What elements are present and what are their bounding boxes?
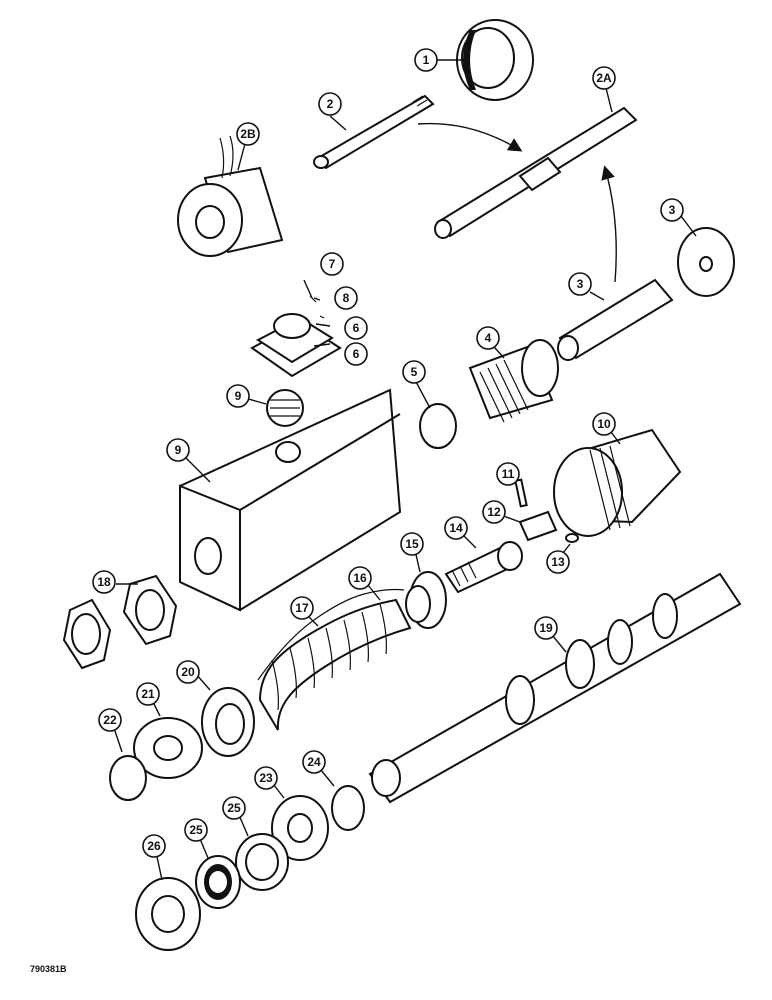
part-sleeve [557,278,674,361]
callout-3a: 21 [136,682,160,706]
svg-text:11: 11 [502,467,515,481]
part-washer [677,227,735,297]
part-valve-body [179,388,402,612]
callout-16: 9 [226,384,250,408]
part-washer-3a [133,717,203,779]
part-o-ring-25a [109,755,147,801]
svg-text:21: 21 [141,687,155,701]
svg-text:9: 9 [235,389,242,403]
callout-13: 6 [344,342,368,366]
callout-8: 12 [482,500,506,524]
svg-text:22: 22 [103,713,117,727]
callout-10: 10 [592,412,616,436]
part-long-shaft [434,106,638,239]
svg-text:8: 8 [343,291,350,305]
part-port-fitting [250,295,342,378]
callout-19: 18 [92,570,116,594]
callout-4: 17 [290,596,314,620]
svg-text:24: 24 [307,755,321,769]
part-washer-3b [271,795,329,861]
part-castle-nut [135,877,201,951]
svg-text:20: 20 [181,665,195,679]
part-threaded-insert [266,389,304,427]
part-o-ring-25b [331,785,365,831]
callout-17: 4 [476,326,500,350]
svg-text:13: 13 [551,555,565,569]
callout-26: 2A [592,66,616,90]
callout-2: 26 [142,834,166,858]
svg-text:15: 15 [405,537,419,551]
svg-text:6: 6 [353,321,360,335]
svg-text:26: 26 [147,839,161,853]
svg-text:3: 3 [577,277,584,291]
assembly-arrow [417,122,523,152]
part-retainer-2b [235,833,289,891]
callout-7: 14 [444,516,468,540]
svg-text:9: 9 [175,443,182,457]
svg-text:5: 5 [411,365,418,379]
svg-text:4: 4 [485,331,492,345]
svg-text:14: 14 [449,521,463,535]
part-o-ring [419,403,457,449]
part-spool [368,572,742,804]
callout-6a: 15 [400,532,424,556]
svg-text:2: 2 [327,97,334,111]
callout-2b: 25 [222,796,246,820]
svg-text:7: 7 [329,257,336,271]
svg-text:6: 6 [353,347,360,361]
svg-text:18: 18 [97,575,111,589]
callout-18: 5 [402,360,426,384]
callout-24: 1 [414,48,438,72]
part-spring [257,588,412,731]
part-pins [514,478,579,543]
part-lower-seat [201,687,255,757]
part-adjusting-screw [444,541,523,594]
callout-21: 3 [660,198,684,222]
assembly-arrow-2 [601,165,617,283]
callout-15: 8 [334,286,358,310]
svg-text:25: 25 [227,801,241,815]
part-threaded-housing [553,428,682,537]
svg-text:25: 25 [189,823,203,837]
svg-text:1: 1 [423,53,430,67]
svg-text:3: 3 [669,203,676,217]
callout-9a: 11 [496,462,520,486]
svg-text:19: 19 [539,621,553,635]
part-lock-nuts [62,574,178,670]
part-solenoid-coil [177,135,284,257]
svg-text:2A: 2A [596,71,612,85]
callout-22: 2B [236,122,260,146]
callout-12: 6 [344,316,368,340]
svg-text:12: 12 [487,505,501,519]
drawing-reference-id: 790381B [30,964,67,974]
svg-text:17: 17 [295,601,309,615]
part-spring-seat [405,571,447,629]
svg-text:2B: 2B [240,127,256,141]
callout-25a: 22 [98,708,122,732]
part-short-shaft [313,94,435,170]
part-threaded-adapter [468,339,559,423]
callout-23: 2 [318,92,342,116]
callout-14: 7 [320,252,344,276]
callout-3b: 23 [254,766,278,790]
callout-2a: 25 [184,818,208,842]
callout-6b: 20 [176,660,200,684]
callout-20: 3 [568,272,592,296]
svg-text:23: 23 [259,771,273,785]
svg-text:16: 16 [353,571,367,585]
callout-9b: 13 [546,550,570,574]
callout-11: 9 [166,438,190,462]
svg-text:10: 10 [597,417,611,431]
callout-1: 19 [534,616,558,640]
callout-5: 16 [348,566,372,590]
callout-25b: 24 [302,750,326,774]
part-seal-ring [456,19,534,101]
part-seal-2a [195,855,241,909]
